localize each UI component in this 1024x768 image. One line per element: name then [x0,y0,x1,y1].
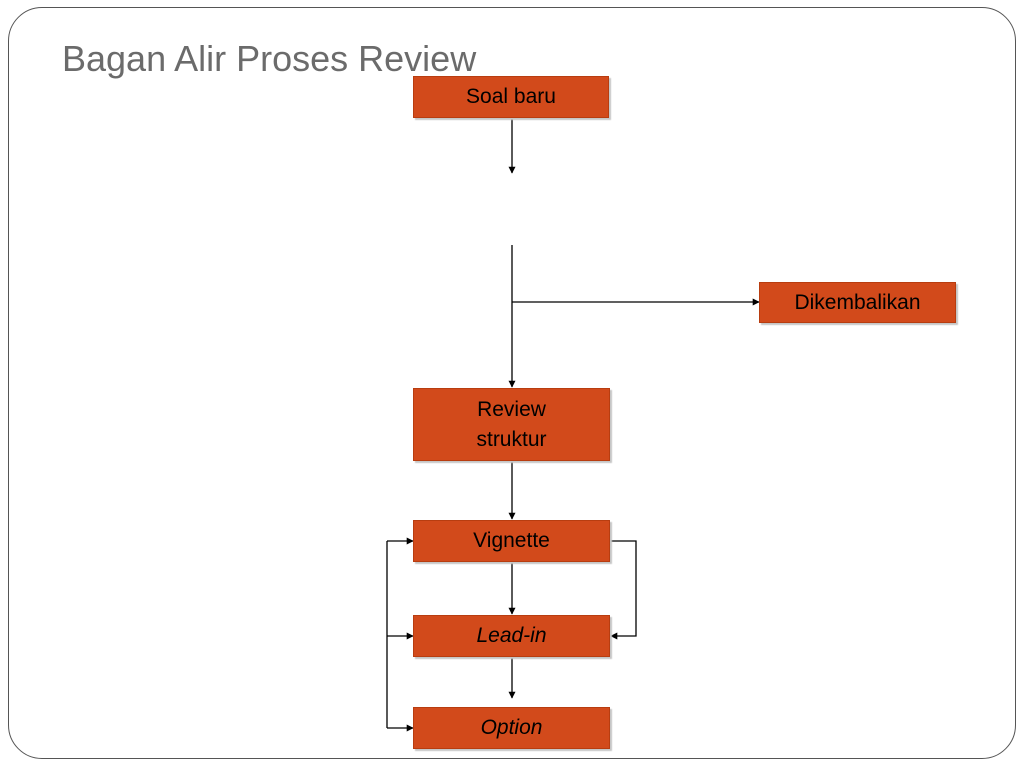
node-vignette-label: Vignette [473,529,550,552]
node-review-struktur-line2: struktur [476,427,547,451]
node-review-struktur-line1: Review [477,397,546,421]
node-vignette: Vignette [413,520,610,562]
node-option: Option [413,707,610,749]
node-soal-baru: Soal baru [413,76,609,118]
node-dikembalikan-label: Dikembalikan [794,290,921,314]
node-lead-in-label: Lead-in [476,624,547,647]
slide-frame [8,7,1016,759]
slide-title: Bagan Alir Proses Review [62,38,477,79]
connector-right-loop [610,540,637,640]
node-lead-in: Lead-in [413,615,610,657]
node-review-struktur: Review struktur [413,388,610,461]
node-dikembalikan: Dikembalikan [759,282,956,323]
node-soal-baru-label: Soal baru [466,85,556,108]
node-option-label: Option [480,716,543,739]
